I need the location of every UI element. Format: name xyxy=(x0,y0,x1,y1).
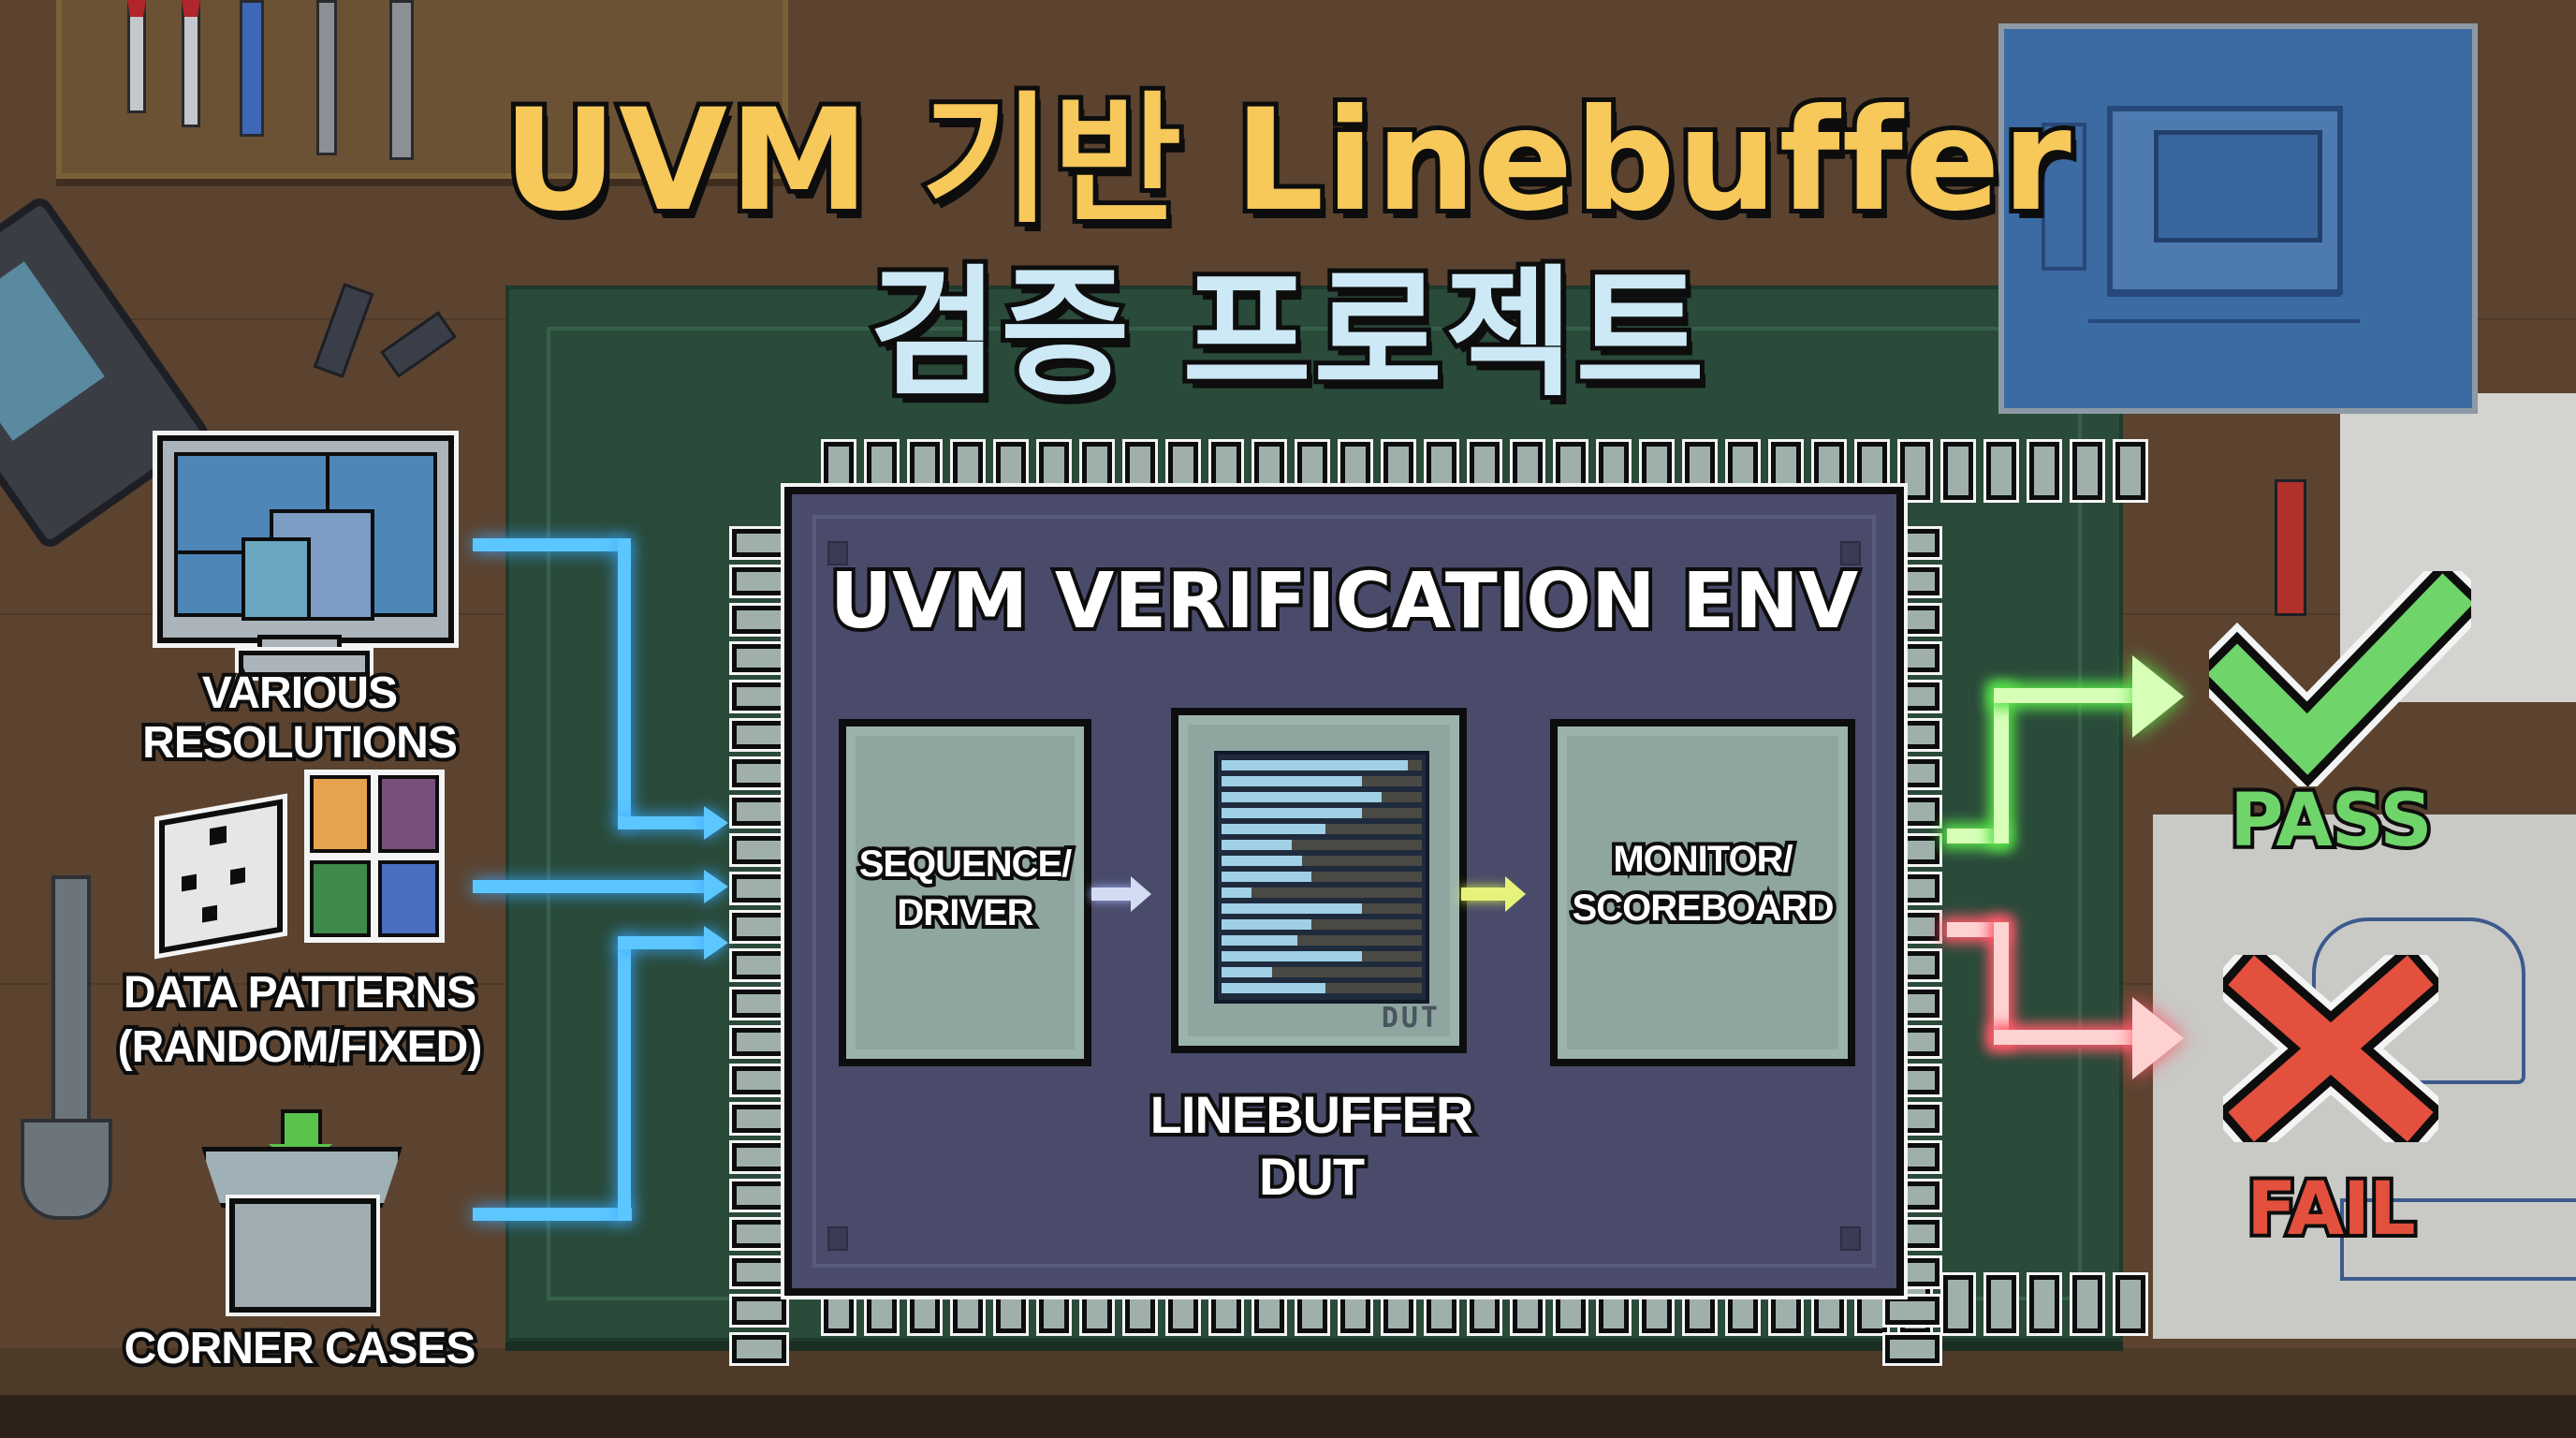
screw-icon xyxy=(827,541,848,565)
dut-tag: DUT xyxy=(1381,1002,1441,1034)
flow-line-patterns xyxy=(473,880,707,893)
dut-buffer-line xyxy=(1222,760,1422,770)
blueprint-sheet xyxy=(1998,23,2478,414)
monitor-scoreboard-block: MONITOR/ SCOREBOARD xyxy=(1550,719,1855,1066)
arrowhead xyxy=(1505,876,1526,912)
flow-line-fail xyxy=(1994,1030,2134,1045)
flow-line-corner-cases xyxy=(618,936,631,1221)
dut-label-line2: DUT xyxy=(1255,1144,1368,1209)
chip-pins-right xyxy=(1882,526,1942,1366)
input-label-patterns-line2: (RANDOM/FIXED) xyxy=(114,1019,487,1076)
flow-line-pass xyxy=(1947,829,2003,844)
dut-line-buffer-display xyxy=(1214,751,1429,1004)
pass-arrowhead xyxy=(2132,655,2184,738)
wrench-head xyxy=(21,1119,112,1220)
linebuffer-dut-block: DUT xyxy=(1171,708,1467,1053)
dut-buffer-line xyxy=(1222,776,1422,786)
driver-label-line2: DRIVER xyxy=(893,888,1037,937)
monitor-label-line1: MONITOR/ xyxy=(1609,835,1796,884)
input-label-resolutions: VARIOUS RESOLUTIONS xyxy=(139,665,461,770)
dut-buffer-line xyxy=(1222,792,1422,802)
flow-line-corner-cases xyxy=(618,936,707,949)
chip-pins-left xyxy=(729,526,789,1366)
pencil-icon xyxy=(2275,479,2306,616)
tool-pegboard xyxy=(56,0,788,179)
dut-buffer-line xyxy=(1222,888,1422,898)
screwdriver-icon xyxy=(182,0,200,127)
dice-icon xyxy=(159,799,283,954)
flow-line-fail xyxy=(1994,922,2009,1044)
screwdriver-icon xyxy=(127,0,146,113)
dut-buffer-line xyxy=(1222,983,1422,993)
arrowhead xyxy=(1131,876,1151,912)
arrow-driver-to-dut xyxy=(1091,888,1134,901)
dut-buffer-line xyxy=(1222,935,1422,946)
flow-line-resolutions xyxy=(618,816,707,829)
box-with-arrow-icon xyxy=(229,1198,376,1313)
dut-buffer-line xyxy=(1222,967,1422,977)
dut-buffer-line xyxy=(1222,840,1422,850)
cross-icon xyxy=(2223,955,2438,1142)
sequence-driver-block: SEQUENCE/ DRIVER xyxy=(839,719,1091,1066)
flow-line-resolutions xyxy=(618,538,631,829)
title-line-1: UVM 기반 Linebuffer xyxy=(498,75,2076,247)
flow-line-fail xyxy=(1947,922,2003,937)
dut-buffer-line xyxy=(1222,919,1422,930)
chip-title: UVM VERIFICATION ENV xyxy=(827,555,1863,647)
dut-buffer-line xyxy=(1222,808,1422,818)
wrench-icon xyxy=(51,875,91,1126)
dut-label-line1: LINEBUFFER xyxy=(1147,1082,1478,1147)
input-label-patterns-line1: DATA PATTERNS xyxy=(120,964,480,1021)
dut-buffer-line xyxy=(1222,951,1422,961)
fail-arrowhead xyxy=(2132,997,2184,1079)
monitor-label-line2: SCOREBOARD xyxy=(1569,884,1838,932)
flow-line-pass xyxy=(1994,688,2134,703)
driver-label-line1: SEQUENCE/ xyxy=(856,840,1076,888)
dut-buffer-line xyxy=(1222,856,1422,866)
uvm-env-chip: UVM VERIFICATION ENV SEQUENCE/ DRIVER DU… xyxy=(784,487,1904,1296)
title-line-2: 검증 프로젝트 xyxy=(865,248,1709,420)
screw-icon xyxy=(827,1226,848,1251)
monitor-base xyxy=(239,651,370,677)
wrench-icon xyxy=(316,0,337,155)
input-label-corner-cases: CORNER CASES xyxy=(121,1320,480,1377)
dut-buffer-line xyxy=(1222,903,1422,914)
flow-line-corner-cases xyxy=(473,1208,632,1221)
flow-arrowhead xyxy=(704,806,728,840)
dut-buffer-line xyxy=(1222,872,1422,882)
data-pattern-tiles-icon xyxy=(304,770,445,943)
floor-strip xyxy=(0,1395,2576,1438)
screw-icon xyxy=(1840,1226,1861,1251)
dut-buffer-line xyxy=(1222,824,1422,834)
flow-line-pass xyxy=(1994,688,2009,844)
flow-arrowhead xyxy=(704,926,728,960)
checkmark-icon xyxy=(2209,571,2471,786)
wrench-icon xyxy=(389,0,414,160)
flow-arrowhead xyxy=(704,870,728,903)
screw-icon xyxy=(1840,541,1861,565)
pass-label: PASS xyxy=(2226,777,2436,865)
monitor-icon xyxy=(157,435,454,643)
flow-line-resolutions xyxy=(473,538,627,551)
arrow-dut-to-monitor xyxy=(1461,888,1508,901)
screwdriver-icon xyxy=(240,0,264,137)
fail-label: FAIL xyxy=(2243,1166,2419,1254)
